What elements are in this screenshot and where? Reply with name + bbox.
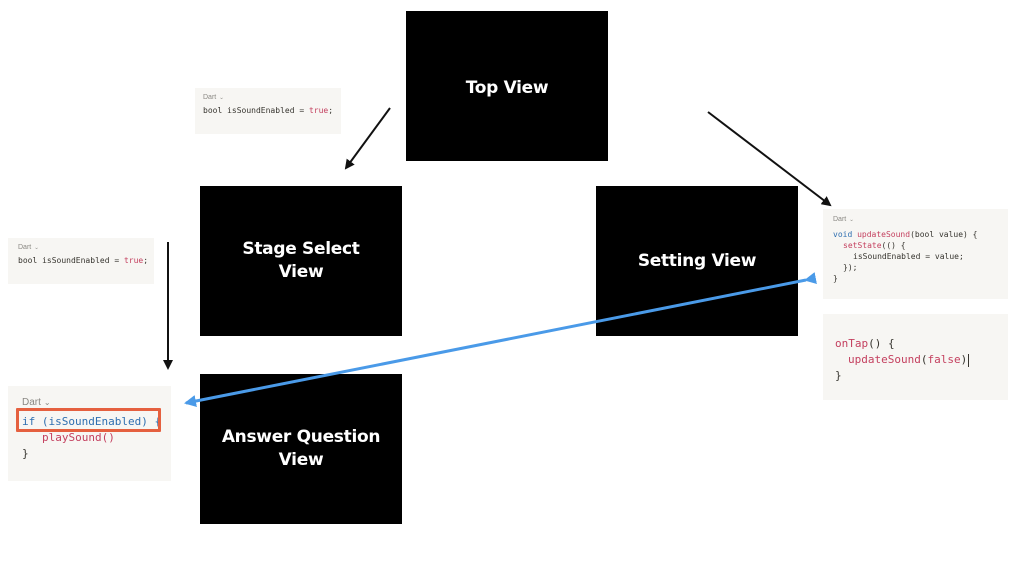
code-language-label: Dart [203,94,217,101]
code-line: } [833,274,838,283]
code-block-ontap: onTap() { updateSound(false) } [823,314,1008,400]
code-line: isSoundEnabled = value; [853,252,964,261]
stage-select-view-label: Stage Select View [242,239,360,282]
code-language-label: Dart [18,244,32,251]
code-block-setting: Dart⌄ void updateSound(bool value) { set… [823,209,1008,299]
code-line: bool isSoundEnabled = true; [203,106,334,115]
code-language-label: Dart [833,216,847,223]
code-line: }); [843,263,858,272]
code-line: setState(() { [843,241,906,250]
code-block-top: Dart⌄ bool isSoundEnabled = true; [195,88,341,134]
top-view-box: Top View [406,11,608,161]
top-view-label: Top View [465,78,549,98]
code-language-label: Dart [22,397,41,408]
code-line: bool isSoundEnabled = true; [18,256,149,265]
code-line: updateSound(false) [848,353,970,367]
code-line-playsound: playSound() [42,431,115,444]
stage-select-view-box: Stage Select View [200,186,402,336]
code-block-answer: Dart⌄ if (isSoundEnabled) { playSound() … [8,386,171,481]
answer-question-view-box: Answer Question View [200,374,402,524]
chevron-down-icon: ⌄ [849,217,854,223]
setting-view-box: Setting View [596,186,798,336]
code-line: onTap() { [835,337,895,350]
setting-view-label: Setting View [637,250,757,271]
chevron-down-icon: ⌄ [219,95,224,101]
code-block-left: Dart⌄ bool isSoundEnabled = true; [8,238,154,284]
chevron-down-icon: ⌄ [34,245,39,251]
text-cursor [968,353,970,367]
highlight-box [16,408,161,432]
code-line-close: } [22,447,29,460]
chevron-down-icon: ⌄ [43,398,51,407]
code-line: } [835,369,842,382]
answer-question-view-label: Answer Question View [221,427,381,470]
code-line: void updateSound(bool value) { [833,230,978,239]
arrow-top-to-stage [344,107,391,170]
